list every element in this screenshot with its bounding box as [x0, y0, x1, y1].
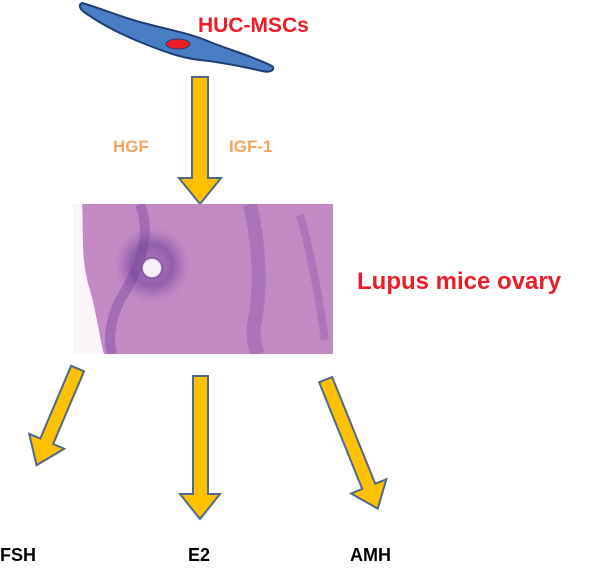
factor-label-igf1: IGF-1	[229, 137, 273, 156]
factor-label-hgf: HGF	[113, 137, 149, 156]
ovary-histology-image	[73, 204, 333, 354]
arrow-to-fsh-icon	[27, 364, 86, 467]
output-label-amh: AMH	[350, 545, 391, 565]
output-label-fsh: FSH	[0, 545, 36, 565]
output-label-e2: E2	[188, 545, 211, 565]
stem-cell-label: HUC-MSCs	[198, 14, 309, 37]
stem-cell	[78, 1, 275, 73]
arrow-down-icon	[176, 76, 224, 206]
arrow-to-amh-icon	[317, 375, 388, 511]
stem-cell-body	[78, 1, 275, 73]
tissue-label: Lupus mice ovary	[357, 268, 562, 295]
stem-cell-nucleus	[165, 38, 191, 50]
arrow-to-e2-icon	[177, 375, 223, 521]
